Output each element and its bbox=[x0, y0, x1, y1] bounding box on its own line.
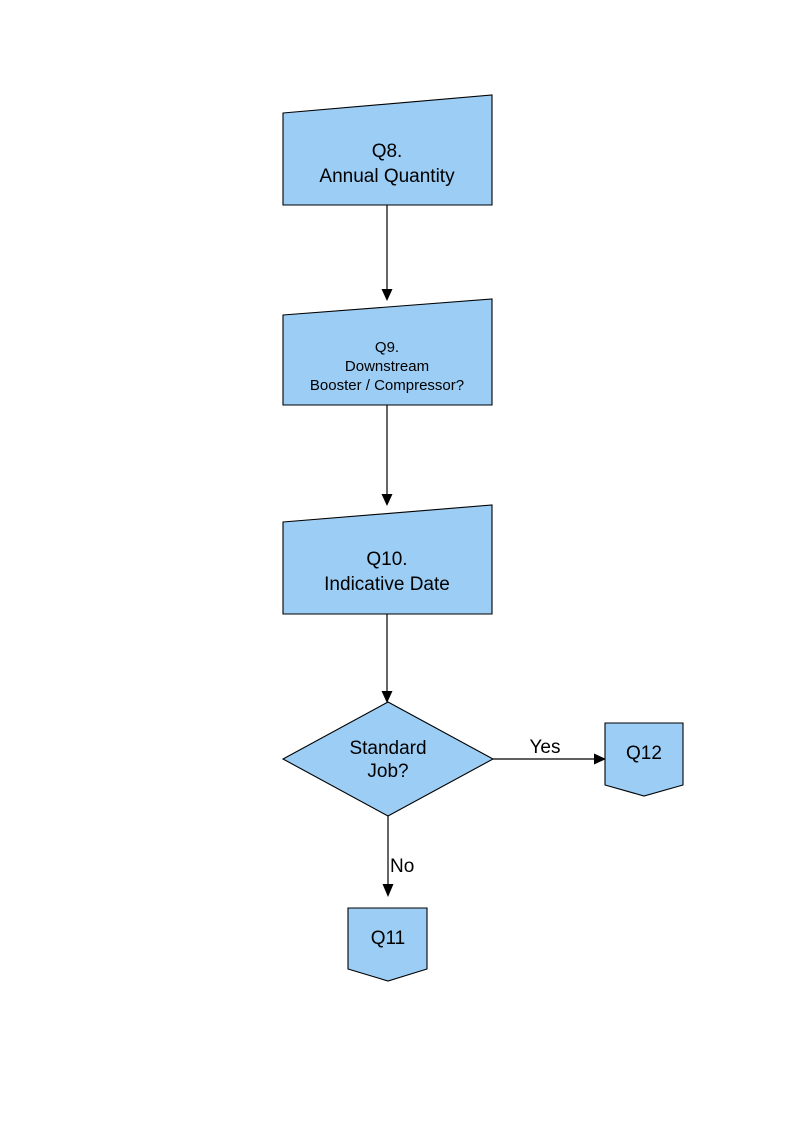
node-q11-shape[interactable] bbox=[347, 907, 428, 982]
node-q12-label: Q12 bbox=[626, 743, 662, 764]
node-decision-standard-job[interactable]: Standard Job? bbox=[281, 701, 495, 817]
node-q12[interactable]: Q12 bbox=[604, 722, 684, 797]
edge-q9-to-q10-arrowhead bbox=[381, 494, 393, 506]
edge-q8-to-q9 bbox=[381, 205, 393, 301]
node-q10-line2: Indicative Date bbox=[324, 574, 450, 595]
edge-q10-to-decision bbox=[381, 614, 393, 703]
edge-q9-to-q10 bbox=[381, 405, 393, 506]
node-q10[interactable]: Q10. Indicative Date bbox=[282, 504, 493, 615]
node-q9[interactable]: Q9. Downstream Booster / Compressor? bbox=[282, 298, 493, 406]
node-q10-line1: Q10. bbox=[366, 549, 407, 570]
edge-decision-to-q12: Yes bbox=[493, 737, 606, 765]
edge-decision-to-q12-arrowhead bbox=[594, 753, 606, 765]
node-q9-shape[interactable] bbox=[282, 298, 493, 406]
node-q8[interactable]: Q8. Annual Quantity bbox=[282, 94, 493, 206]
node-decision-line1: Standard bbox=[349, 738, 426, 759]
node-decision-line2: Job? bbox=[367, 761, 408, 782]
node-q8-shape[interactable] bbox=[282, 94, 493, 206]
edge-q8-to-q9-arrowhead bbox=[381, 289, 393, 301]
node-q8-line2: Annual Quantity bbox=[319, 166, 455, 187]
edge-q10-to-decision-arrowhead bbox=[381, 691, 393, 703]
node-q10-shape[interactable] bbox=[282, 504, 493, 615]
node-q9-line3: Booster / Compressor? bbox=[310, 377, 464, 394]
node-q12-shape[interactable] bbox=[604, 722, 684, 797]
node-q9-line1: Q9. bbox=[375, 339, 399, 356]
edge-decision-to-q11-arrowhead bbox=[382, 884, 394, 897]
node-q11[interactable]: Q11 bbox=[347, 907, 428, 982]
edge-label-yes: Yes bbox=[530, 737, 561, 758]
node-q8-line1: Q8. bbox=[372, 141, 403, 162]
edge-label-no: No bbox=[390, 856, 414, 877]
node-q11-label: Q11 bbox=[371, 928, 406, 949]
node-q9-line2: Downstream bbox=[345, 358, 429, 375]
edge-decision-to-q11: No bbox=[382, 816, 414, 897]
